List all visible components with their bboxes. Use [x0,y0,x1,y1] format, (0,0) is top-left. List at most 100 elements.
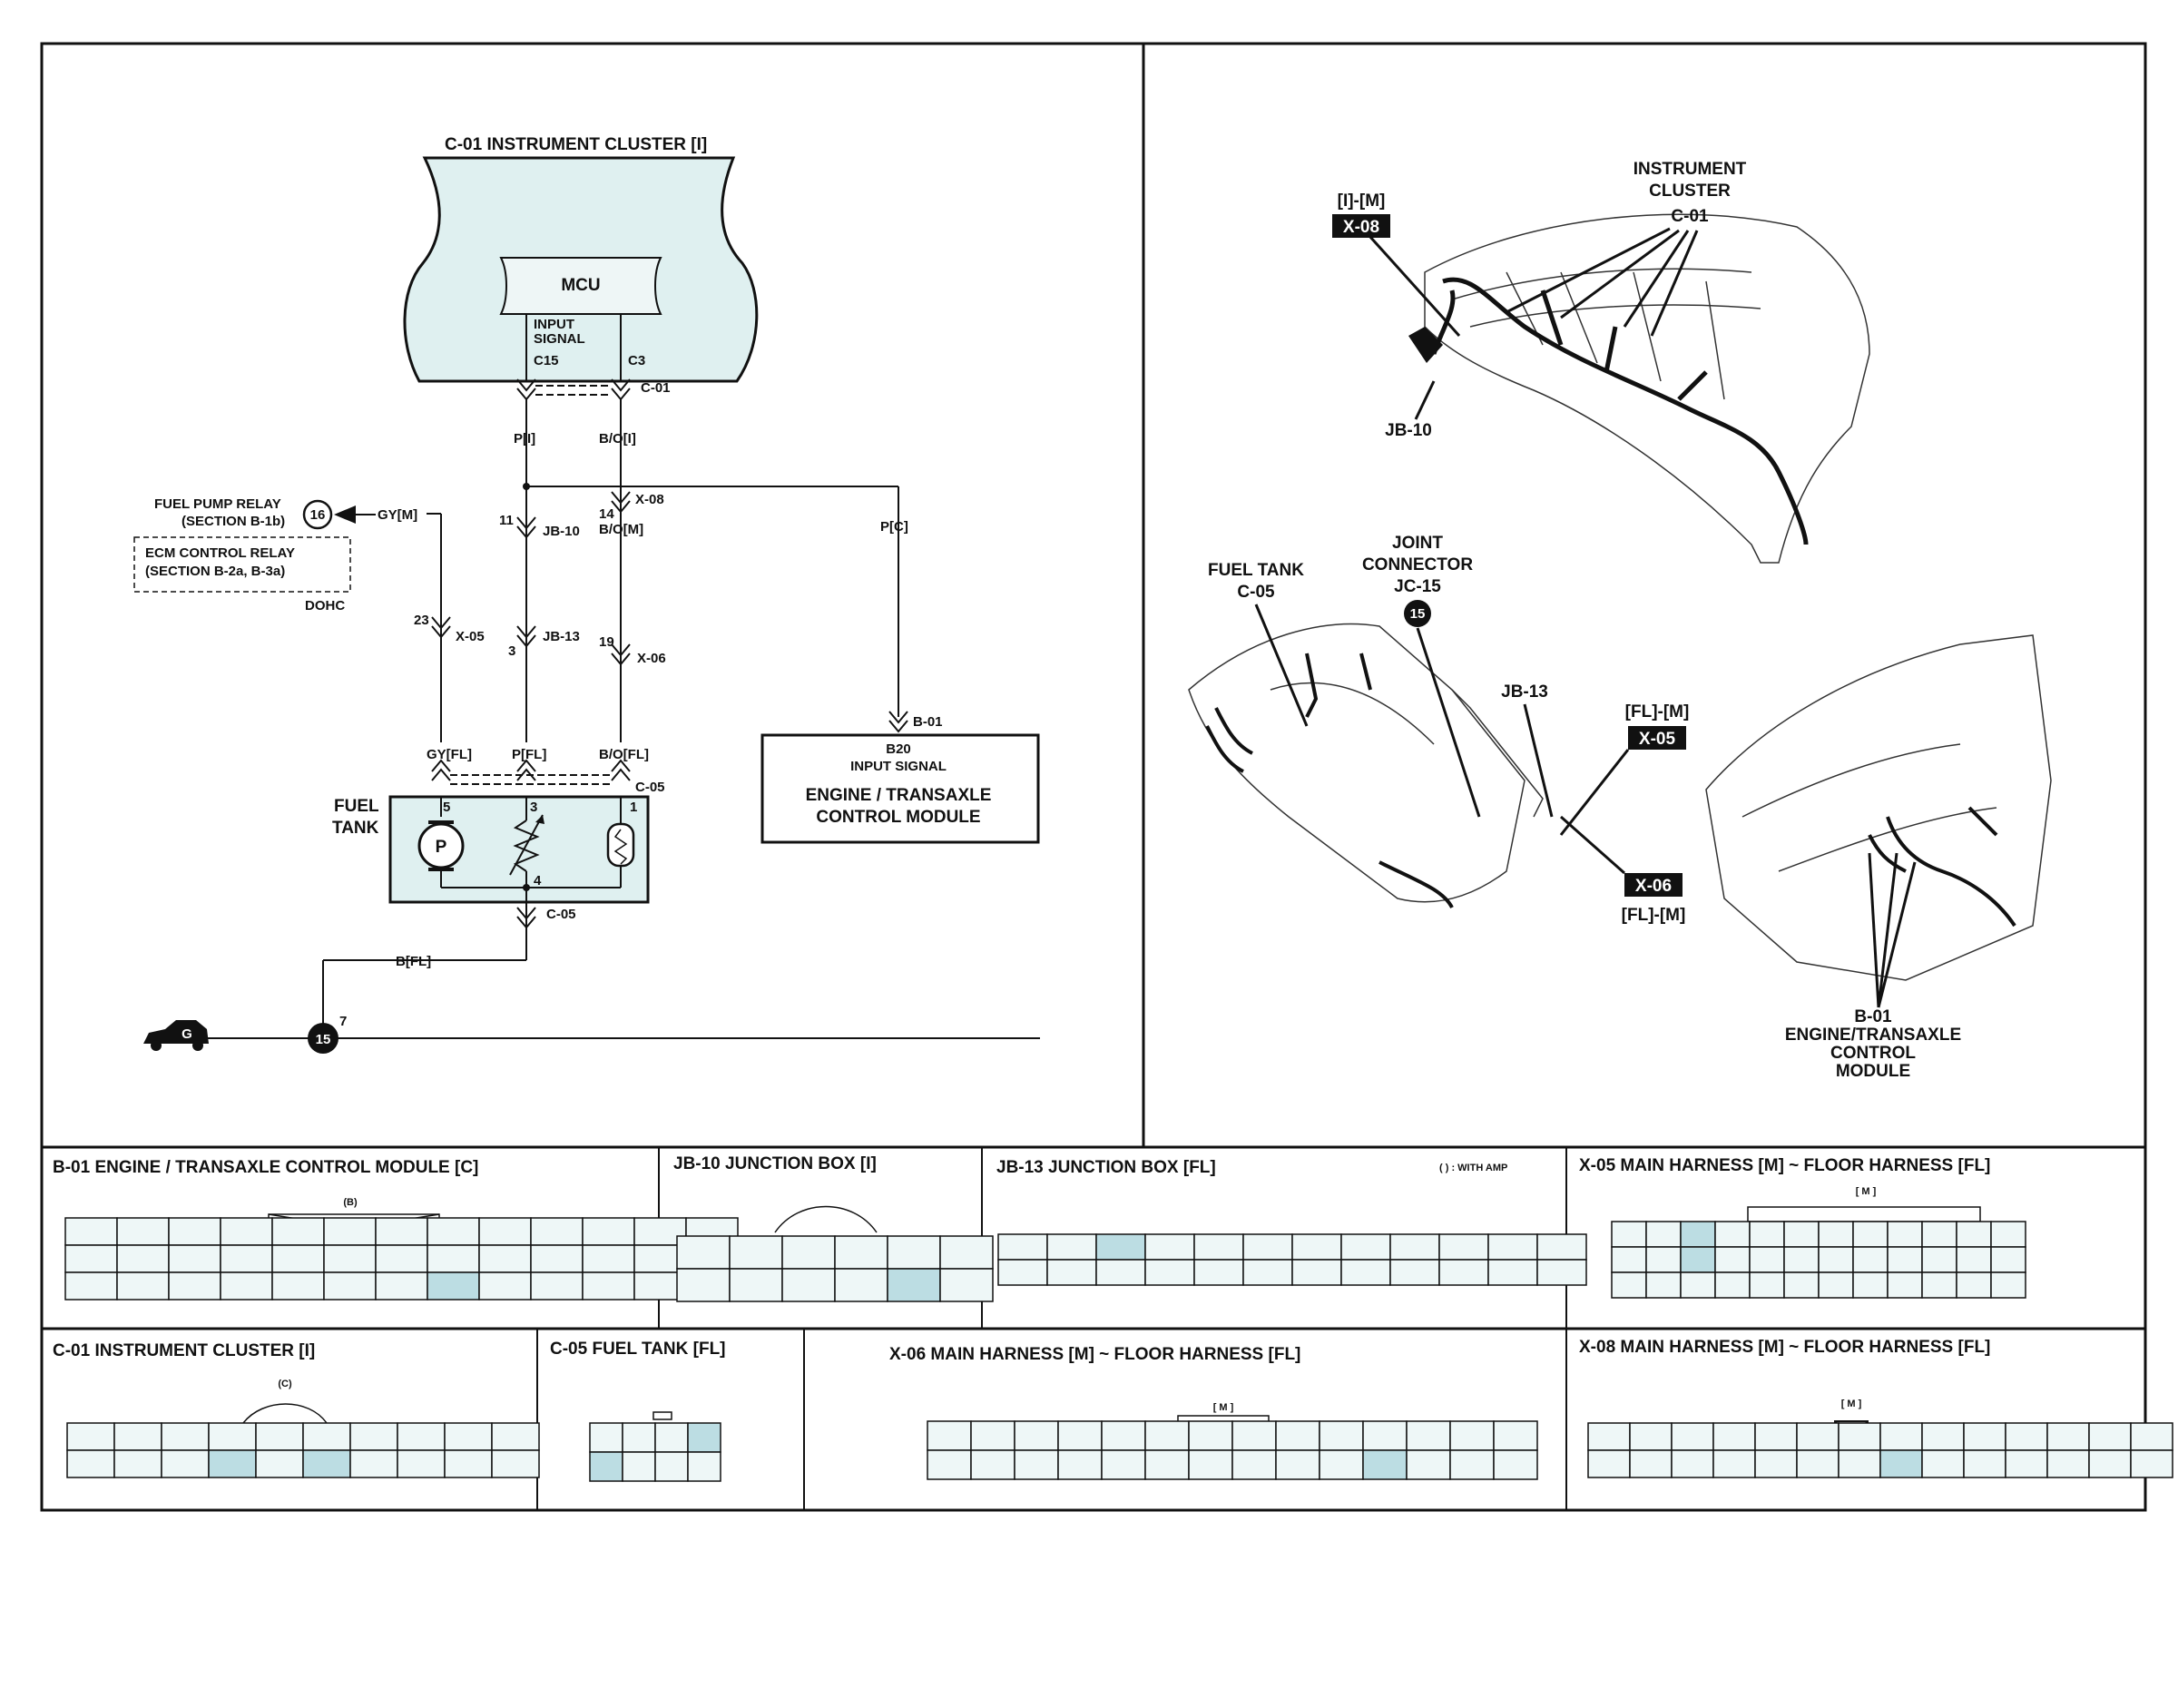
pin-cavity [1362,1420,1408,1451]
conn-x06-note: [ M ] [1213,1402,1234,1413]
pin-cavity [622,1422,656,1453]
pin-cavity [491,1449,540,1478]
pin-cavity [1754,1422,1798,1451]
pin-cavity [1144,1449,1190,1480]
pin-cavity [1838,1449,1881,1478]
section-b2a: (SECTION B-2a, B-3a) [145,564,285,579]
pin-cavity [220,1271,273,1301]
conn-jb13-note: ( ) : WITH AMP [1439,1163,1507,1173]
pin-cavity [589,1451,623,1482]
pin-cavity [1101,1420,1146,1451]
pin-cavity [2005,1449,2048,1478]
pin-cavity [2046,1449,2090,1478]
pin-cavity [323,1271,377,1301]
pin-cavity [654,1451,689,1482]
pin-cavity [1611,1221,1647,1248]
pin-cavity [1990,1271,2026,1299]
pin-cavity [1680,1246,1716,1273]
pin-cavity [1754,1449,1798,1478]
pin-cavity [1493,1420,1538,1451]
pin-cavity [208,1422,257,1451]
pin-cavity [1714,1246,1751,1273]
ecm-illustration [1705,634,2052,981]
pin-cavity [2046,1422,2090,1451]
wire-gy-fl: GY[FL] [427,747,472,762]
pin-cavity [530,1217,584,1246]
conn-b01-label: B-01 [913,714,943,730]
tank-pin-1: 1 [630,800,637,815]
pin-cavity [676,1235,731,1270]
pin-cavity [1193,1233,1244,1261]
pin-cavity [582,1244,635,1273]
pin-cavity [834,1268,888,1302]
pin-c3: C3 [628,353,645,368]
pin-cavity [1587,1422,1631,1451]
pin-cavity [1438,1259,1489,1286]
floor-harness [1205,653,1454,909]
conn-c05b-label: C-05 [546,907,576,922]
pin-cavity [478,1271,532,1301]
pin-19: 19 [599,634,614,650]
pin-cavity [208,1449,257,1478]
pin-cavity [1487,1259,1538,1286]
conn-c05-label: C-05 [635,780,665,795]
pin-cavity [781,1268,836,1302]
pin-cavity [1487,1233,1538,1261]
pin-cavity [255,1449,304,1478]
pin-cavity [1046,1233,1097,1261]
pin-cavity [323,1217,377,1246]
conn-c01-title: C-01 INSTRUMENT CLUSTER [I] [53,1341,315,1360]
pin-cavity [1956,1271,1992,1299]
pin-cavity [1193,1259,1244,1286]
pin-cavity [1536,1259,1587,1286]
pin-cavity [1449,1449,1495,1480]
ecm-input-signal: INPUT SIGNAL [850,759,947,774]
conn-x05-title: X-05 MAIN HARNESS [M] ~ FLOOR HARNESS [F… [1579,1156,1990,1175]
pin-cavity [161,1422,210,1451]
pin-cavity [375,1271,428,1301]
pin-cavity [1629,1449,1673,1478]
pin-cavity [427,1244,480,1273]
pin-cavity [397,1449,446,1478]
locator-b01-1: B-01 [1854,1007,1892,1026]
pin-cavity [1921,1422,1965,1451]
pin-cavity [1645,1246,1682,1273]
pin-cavity [1389,1233,1440,1261]
pin-cavity [1319,1449,1364,1480]
fuel-label: FUEL [334,797,379,816]
pin-cavity [582,1217,635,1246]
pin-cavity [1242,1233,1293,1261]
wire-bo-m: B/O[M] [599,522,643,537]
pin-3: 3 [508,643,515,659]
pin-cavity [1783,1271,1820,1299]
dohc-label: DOHC [305,598,345,614]
pin-cavity [444,1449,493,1478]
pin-cavity [116,1217,170,1246]
ecm-name-2: CONTROL MODULE [816,808,980,827]
locator-x05-top: [FL]-[M] [1625,702,1690,721]
pin-cavity [444,1422,493,1451]
instrument-cluster-block: C-01 INSTRUMENT CLUSTER [I] MCU INPUT SI… [403,135,759,383]
pin-23: 23 [414,613,429,628]
dashboard-harness [1431,277,1809,545]
pin-cavity [622,1451,656,1482]
wire-bo-i: B/O[I] [599,431,636,447]
pin-cavity [582,1271,635,1301]
pin-cavity [1712,1449,1756,1478]
pin-cavity [1188,1449,1233,1480]
relay-circle-16: 16 [310,507,326,523]
pin-cavity [1963,1422,2006,1451]
pin-cavity [1680,1271,1716,1299]
pin-cavity [676,1268,731,1302]
pin-cavity [939,1235,994,1270]
pin-cavity [970,1449,1015,1480]
pin-cavity [1990,1221,2026,1248]
b01-face [64,1217,739,1301]
pin-cavity [220,1244,273,1273]
pin-cavity [1611,1246,1647,1273]
pin-cavity [1406,1420,1451,1451]
pin-cavity [1796,1449,1840,1478]
pin-cavity [116,1271,170,1301]
pin-cavity [589,1422,623,1453]
wire-p-c: P[C] [880,519,908,535]
